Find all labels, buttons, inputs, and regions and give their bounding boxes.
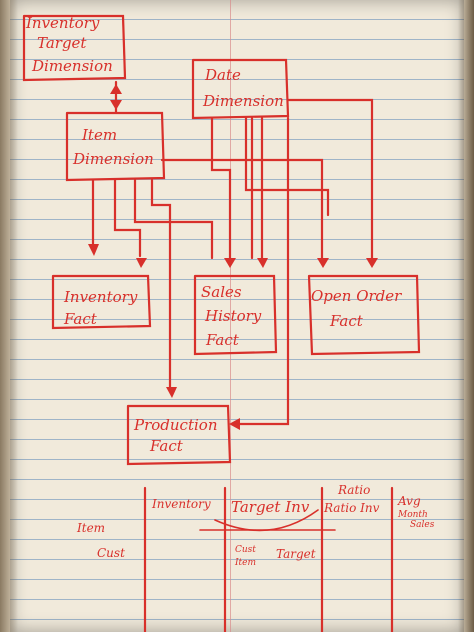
col-ratio-inv: Ratio Inv	[323, 501, 380, 515]
date-dimension-line1: Date	[204, 66, 241, 84]
double-arrow-connector	[110, 80, 122, 114]
page-shadow-left	[0, 0, 18, 632]
open-order-fact-line2: Fact	[329, 312, 364, 330]
item-dimension-line1: Item	[81, 126, 117, 144]
date-dimension-line2: Dimension	[202, 92, 284, 110]
inventory-fact-line1: Inventory	[63, 288, 138, 306]
item-dimension-box[interactable]: Item Dimension	[65, 111, 166, 182]
item-dimension-connectors	[88, 158, 329, 398]
col-inventory: Inventory	[151, 497, 211, 511]
inventory-target-dimension-box[interactable]: Inventory Target Dimension	[22, 14, 127, 82]
row-cust: Cust	[97, 546, 125, 560]
cell-target: Target	[276, 547, 316, 561]
inventory-target-dimension-line1: Inventory	[25, 14, 100, 32]
production-fact-box[interactable]: Production Fact	[126, 404, 232, 466]
cell-item: Item	[234, 558, 256, 568]
col-avg: Avg	[397, 494, 421, 508]
item-dimension-line2: Dimension	[72, 150, 154, 168]
col-ratio: Ratio	[337, 483, 370, 497]
col-target-inv: Target Inv	[231, 498, 310, 516]
inventory-fact-box[interactable]: Inventory Fact	[51, 274, 152, 330]
inventory-target-dimension-line3: Dimension	[31, 57, 113, 75]
margin-line	[230, 0, 231, 632]
inventory-target-dimension-line2: Target	[37, 34, 87, 52]
sales-history-fact-line3: Fact	[205, 331, 240, 349]
sales-history-fact-box[interactable]: Sales History Fact	[193, 274, 278, 356]
notebook-paper	[10, 0, 464, 632]
date-dimension-box[interactable]: Date Dimension	[191, 58, 290, 120]
sales-history-fact-line1: Sales	[201, 283, 242, 301]
open-order-fact-line1: Open Order	[311, 287, 402, 305]
production-fact-line2: Fact	[149, 437, 184, 455]
date-dimension-connectors	[210, 98, 378, 430]
production-fact-line1: Production	[133, 416, 217, 434]
row-item: Item	[76, 521, 105, 535]
col-sales: Sales	[410, 520, 435, 530]
inventory-fact-line2: Fact	[63, 310, 98, 328]
open-order-fact-box[interactable]: Open Order Fact	[307, 274, 421, 356]
summary-grid	[143, 486, 394, 632]
cell-cust: Cust	[235, 545, 256, 555]
page-shadow-right	[458, 0, 474, 632]
sales-history-fact-line2: History	[204, 307, 262, 325]
col-month: Month	[397, 510, 428, 520]
